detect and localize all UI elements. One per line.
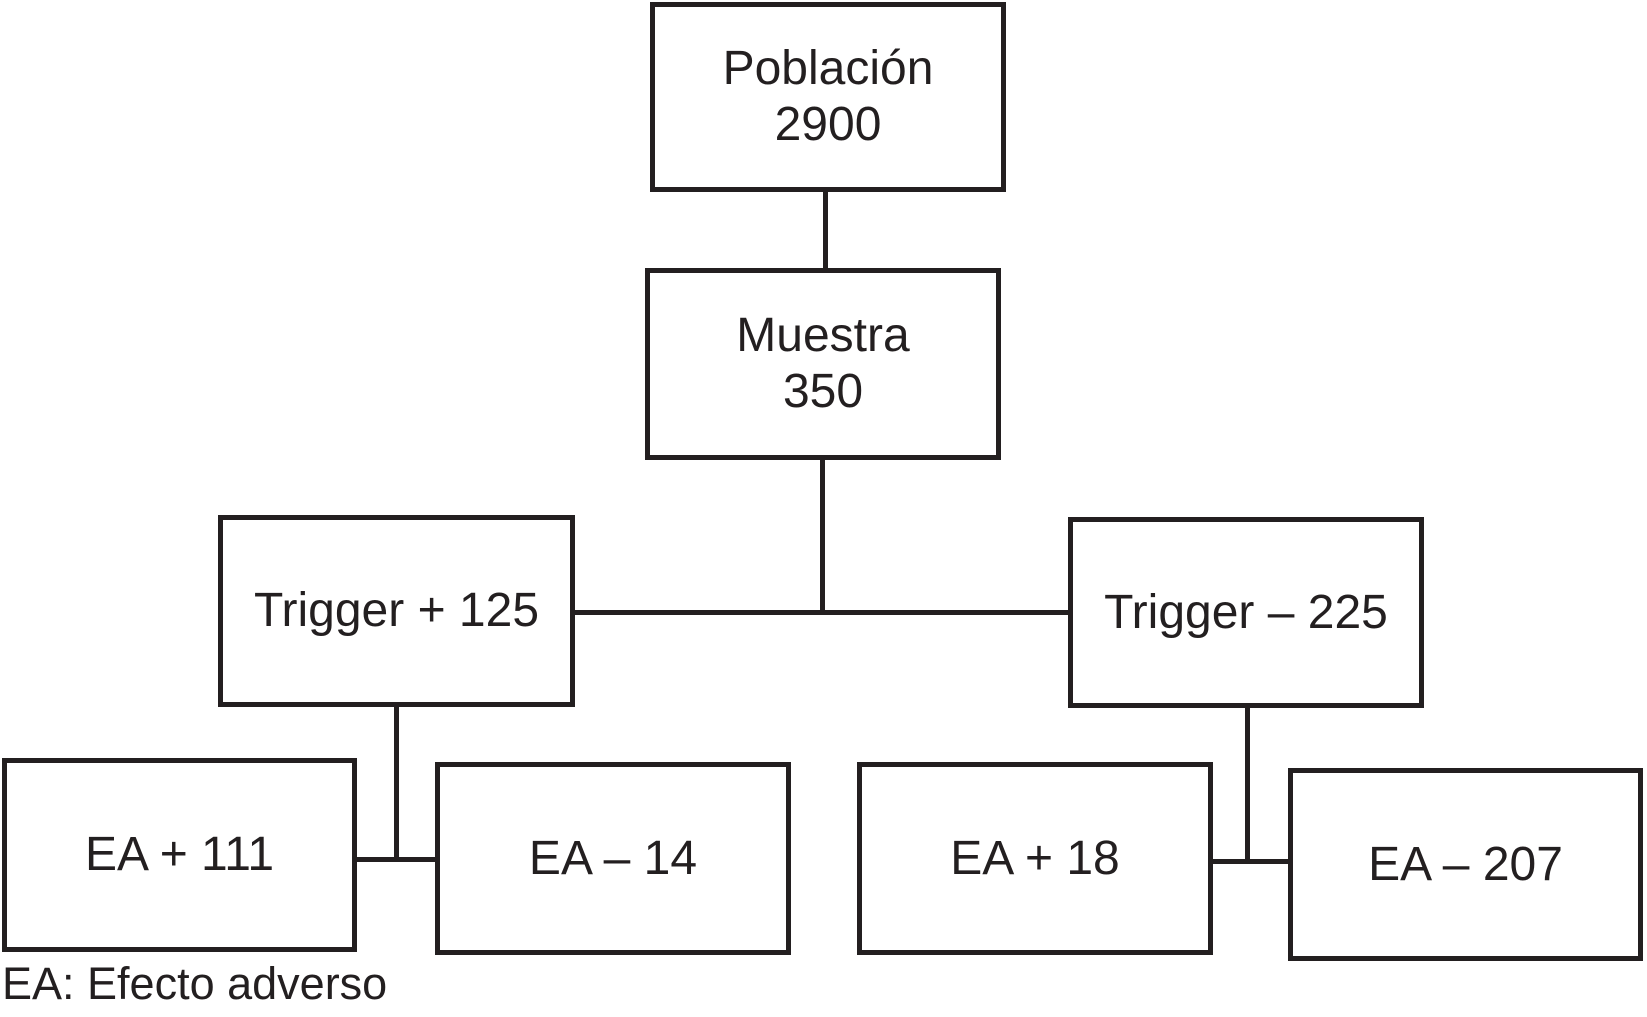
node-ea-negative-14-label: EA – 14 xyxy=(528,831,698,885)
node-poblacion-value: 2900 xyxy=(774,98,882,151)
footnote-ea-definition: EA: Efecto adverso xyxy=(2,958,388,1009)
node-muestra-label: Muestra xyxy=(736,309,910,362)
connector-trigger-positive-drop xyxy=(394,705,399,862)
connector-trigger-branch xyxy=(573,610,1070,615)
node-ea-negative-207: EA – 207 xyxy=(1288,768,1643,961)
node-trigger-positive-label: Trigger + 125 xyxy=(253,584,540,637)
node-poblacion-label: Población xyxy=(722,42,934,95)
connector-trigger-negative-drop xyxy=(1245,706,1250,864)
node-muestra-value: 350 xyxy=(782,365,864,418)
node-trigger-negative: Trigger – 225 xyxy=(1068,517,1424,708)
node-ea-positive-111-label: EA + 111 xyxy=(84,828,275,881)
node-ea-positive-18: EA + 18 xyxy=(857,762,1213,955)
node-ea-negative-207-label: EA – 207 xyxy=(1368,837,1563,891)
node-ea-positive-111: EA + 111 xyxy=(2,758,357,952)
node-poblacion: Población 2900 xyxy=(650,2,1006,192)
connector-muestra-drop xyxy=(820,458,825,615)
node-ea-positive-18-label: EA + 18 xyxy=(950,831,1120,885)
connector-ea-right-branch xyxy=(1210,859,1290,864)
node-ea-negative-14: EA – 14 xyxy=(435,762,791,955)
node-trigger-positive: Trigger + 125 xyxy=(218,515,575,707)
node-trigger-negative-label: Trigger – 225 xyxy=(1104,585,1388,639)
node-muestra: Muestra 350 xyxy=(645,268,1001,460)
connector-ea-left-branch xyxy=(355,857,437,862)
connector-poblacion-muestra xyxy=(823,190,828,270)
